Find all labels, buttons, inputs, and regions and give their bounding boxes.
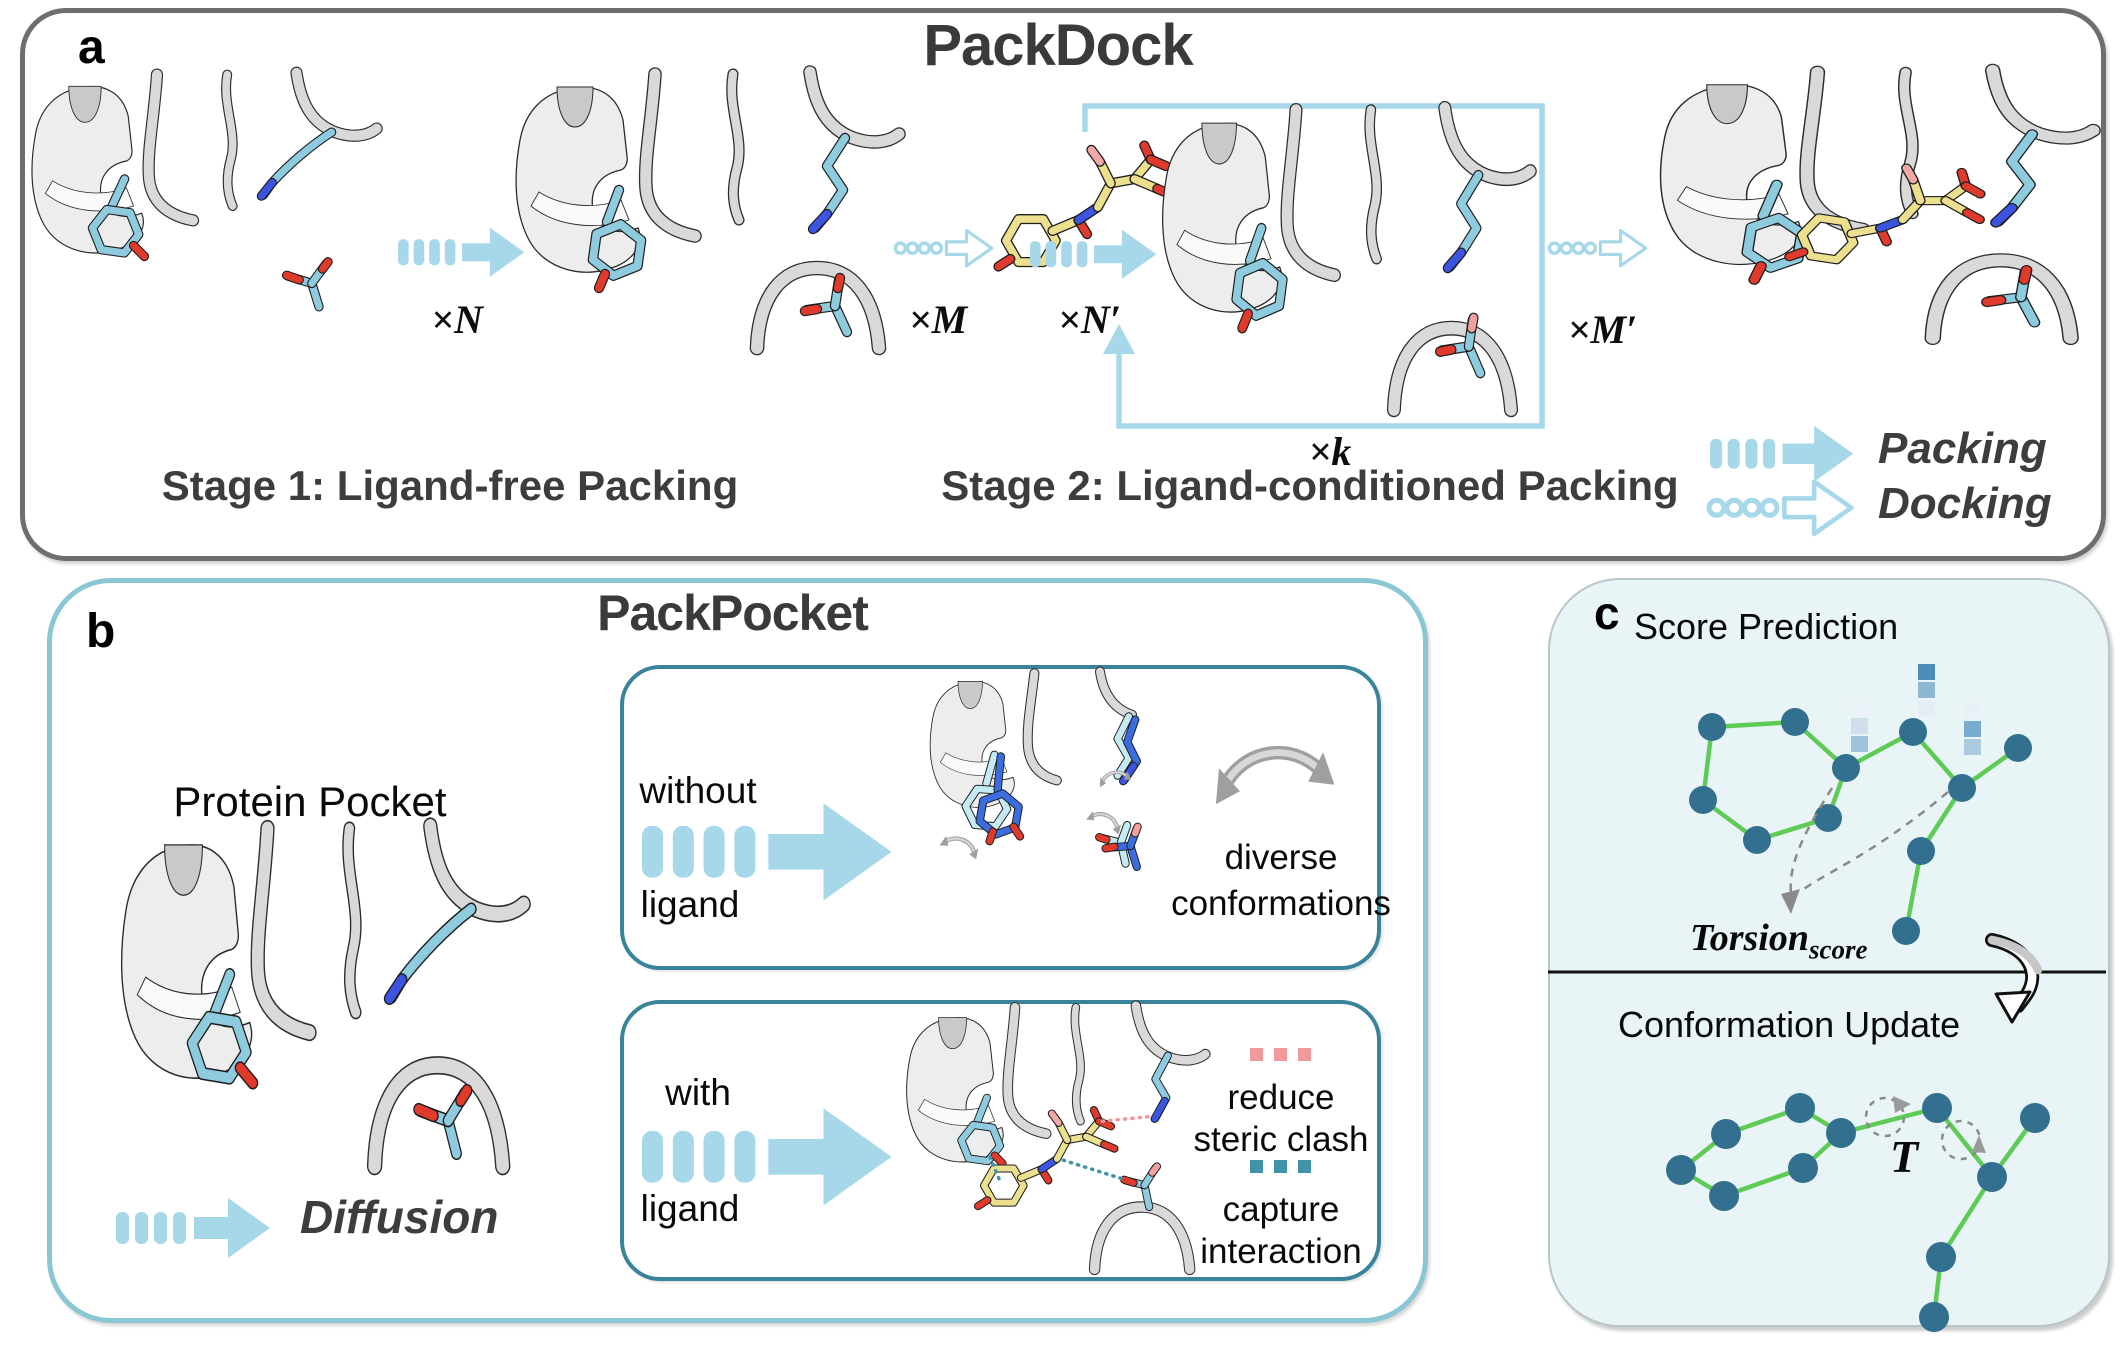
docking-legend-label: Docking [1878,479,2052,528]
cycle-swap-arrow-icon [1985,933,2043,1024]
conformation-update-graph [1666,1093,2050,1332]
conformation-update-title: Conformation Update [1618,1004,1961,1045]
bound-ligand [973,1106,1119,1211]
without-label: without [639,770,757,811]
legend-packing-arrow-icon [1710,425,1854,482]
pocket-conditioned [1162,100,1537,418]
times-m-prime-label: ×M′ [1567,307,1638,352]
panel-c-graphics [1548,664,2106,1332]
torsion-sub: score [1809,934,1868,965]
pocket-packed [515,65,906,356]
with-ligand-box [620,1000,1381,1281]
torsion-score-bars-icon [1964,703,1981,755]
pocket-unpacked [31,66,383,312]
pocket-surface [1659,84,1802,266]
stage2-label: Stage 2: Ligand-conditioned Packing [941,462,1679,509]
pocket-surface [120,844,253,1079]
times-k-label: ×k [1308,429,1352,474]
conformations-label: conformations [1171,884,1391,923]
small-rotation-arrow [939,835,979,860]
packing-arrow-xn-prime [1030,229,1157,279]
diverse-label: diverse [1224,838,1338,877]
protein-pocket-label: Protein Pocket [173,778,447,825]
without-ligand-label: ligand [640,884,740,925]
legend-docking-arrow-icon [1706,479,1854,537]
score-prediction-graph [1689,708,2032,945]
pocket-surface [1162,122,1283,313]
torque-t-label: T [1890,1131,1919,1182]
pocket-surface [515,86,641,273]
times-n-label: ×N [431,297,483,342]
conformer-ensemble-scene [929,666,1142,871]
ligand-molecule [993,140,1176,272]
torsion-score-bars-icon [1918,664,1935,716]
ligand-interaction-scene [906,1000,1211,1276]
diverse-conformations-arrow-icon [1215,745,1335,805]
with-ligand-diffusion-arrow [642,1108,892,1206]
without-ligand-box [620,665,1381,970]
docking-arrow-xm-prime [1547,228,1648,268]
torsion-rotation-circle-icon [1864,1096,1906,1138]
packing-legend-label: Packing [1878,424,2047,473]
panel-a-graphics [31,63,2101,537]
torsion-main: Torsion [1690,917,1809,959]
score-prediction-title: Score Prediction [1634,606,1899,647]
panel-c-letter: c [1594,587,1620,639]
diffusion-arrow-icon [116,1198,270,1258]
docked-ligand [1784,163,1986,265]
pocket-docked-complex [1659,63,2101,346]
pocket-surface [906,1017,1004,1163]
capture-label: capture [1222,1190,1340,1229]
with-label: with [665,1072,731,1113]
small-rotation-arrow [1086,811,1122,835]
panel-a-title: PackDock [923,13,1193,78]
packing-arrow-xn [398,227,525,277]
pocket-surface [929,681,1015,808]
small-rotation-arrow [1099,770,1132,788]
steric-clash-dots-icon [1250,1048,1311,1061]
panel-a-letter: a [78,21,105,74]
panel-b-graphics [116,666,1335,1276]
times-m-label: ×M [908,297,968,342]
panel-b-packpocket [47,578,1428,1323]
torsion-score-bars-icon [1851,700,1868,752]
panel-b-letter: b [86,605,116,658]
pocket-surface [31,85,144,254]
steric-clash-label: steric clash [1193,1120,1369,1159]
docking-arrow-xm [893,228,994,268]
without-ligand-diffusion-arrow [642,803,892,901]
stage1-label: Stage 1: Ligand-free Packing [161,462,739,509]
panel-b-title: PackPocket [597,585,869,641]
protein-pocket-scene [120,817,531,1176]
interaction-label: interaction [1200,1232,1362,1271]
torsion-score-label: Torsionscore [1690,916,1867,966]
times-n-prime-label: ×N′ [1058,297,1121,342]
with-ligand-label: ligand [640,1188,740,1229]
diffusion-legend-label: Diffusion [300,1191,499,1243]
reduce-label: reduce [1227,1078,1335,1117]
interaction-dots-icon [1250,1160,1311,1173]
